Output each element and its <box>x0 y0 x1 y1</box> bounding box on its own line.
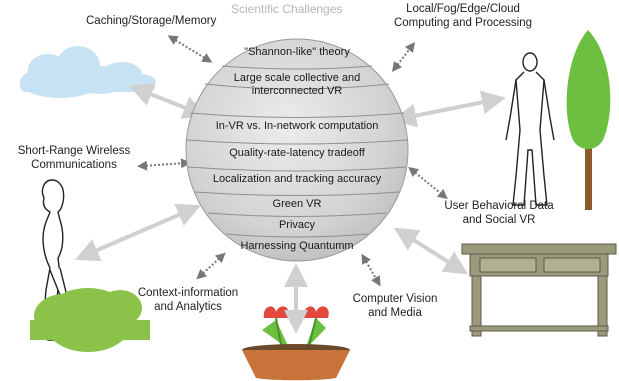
label-caching: Caching/Storage/Memory <box>86 15 217 27</box>
label-wireless-line1: Short-Range Wireless <box>17 145 131 157</box>
label-behavior-line2: and Social VR <box>462 214 536 226</box>
label-vision-line2: and Media <box>368 307 422 319</box>
challenge-privacy: Privacy <box>278 219 316 231</box>
challenge-shannon-theory: "Shannon-like" theory <box>244 46 350 58</box>
label-context-line1: Context-information <box>137 287 239 299</box>
label-computing-line2: Computing and Processing <box>393 17 533 29</box>
label-wireless-line2: Communications <box>31 159 117 171</box>
flower-pot-icon <box>242 306 350 381</box>
table-icon <box>461 243 617 337</box>
bushes-icon <box>30 288 150 352</box>
dotted-arrows <box>137 35 448 287</box>
label-vision-line1: Computer Vision <box>352 293 438 305</box>
label-context: Context-information and Analytics <box>128 286 248 314</box>
challenge-large-scale-vr: Large scale collective and interconnecte… <box>233 72 361 97</box>
challenge-in-vr-computation: In-VR vs. In-network computation <box>215 120 379 132</box>
label-context-line2: and Analytics <box>154 301 222 313</box>
label-behavior-line1: User Behavioral Data <box>444 200 554 212</box>
label-wireless: Short-Range Wireless Communications <box>4 144 144 172</box>
label-behavior: User Behavioral Data and Social VR <box>434 199 564 227</box>
challenge-quality-rate-latency: Quality-rate-latency tradeoff <box>229 147 365 159</box>
cloud-icon <box>20 46 156 98</box>
sphere-title: Scientific Challenges <box>231 2 343 16</box>
label-vision: Computer Vision and Media <box>340 292 450 320</box>
challenge-harnessing-quantum: Harnessing Quantumm <box>240 240 354 252</box>
label-computing-line1: Local/Fog/Edge/Cloud <box>406 3 520 15</box>
label-computing: Local/Fog/Edge/Cloud Computing and Proce… <box>383 2 543 30</box>
connector-arrows <box>74 83 506 334</box>
challenge-green-vr: Green VR <box>272 198 322 210</box>
challenges-sphere <box>185 38 409 262</box>
human-figure-icon <box>505 52 555 206</box>
challenge-localization-tracking: Localization and tracking accuracy <box>212 173 382 185</box>
tree-icon <box>566 30 611 210</box>
